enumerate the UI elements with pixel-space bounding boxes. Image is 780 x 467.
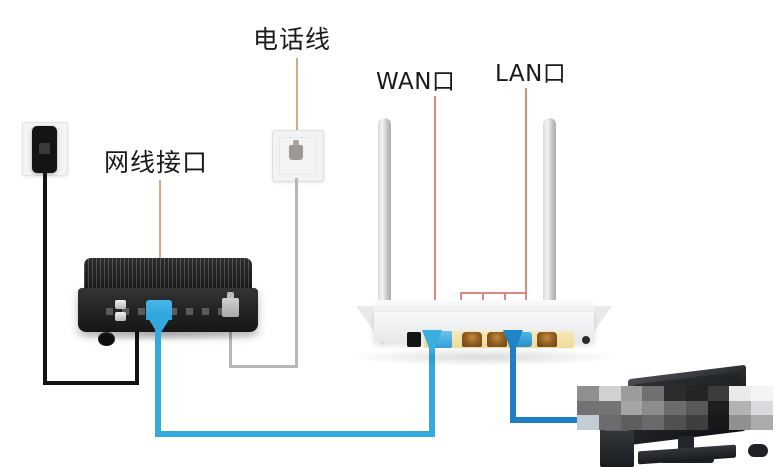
mosaic-tile [751,386,773,401]
mosaic-tile [729,415,752,430]
mosaic-tile [751,400,773,416]
router-reset-button [582,336,590,344]
pointer-wan [434,96,436,322]
mosaic-tile [685,386,708,401]
mosaic-tile [598,415,621,430]
label-lan-port: LAN口 [495,61,567,87]
phone-cable-vertical-right [295,178,298,368]
power-cable-vertical-right [135,320,139,385]
mosaic-tile [685,415,708,430]
mouse [748,444,768,457]
mosaic-tile [707,415,730,430]
mosaic-tile [577,415,599,430]
modem-ethernet-connector [146,300,172,336]
mosaic-tile [598,386,621,401]
mosaic-tile [729,386,752,401]
mosaic-tile [751,415,773,430]
modem-wan-cable-vertical-right [429,345,435,437]
pointer-lan-bracket [460,292,527,294]
mosaic-tile [598,400,621,416]
mosaic-tile [685,400,708,416]
mosaic-tile [729,400,752,416]
wireless-router [356,300,612,348]
mosaic-tile [707,386,730,401]
router-lan-plug [503,330,523,356]
pointer-lan-main [525,88,527,322]
modem-wan-cable-horizontal [155,431,435,437]
censor-mosaic [577,386,773,430]
phone-cable-horizontal [229,365,298,368]
leader-network-cable-port [159,180,161,308]
lan-pc-cable-vertical [510,345,516,423]
mosaic-tile [664,415,686,430]
modem-coax-connector [115,300,126,326]
mosaic-tile [642,415,665,430]
power-cable-horizontal [43,381,139,385]
router-rear-panel [374,312,594,348]
mosaic-tile [577,386,599,401]
lan-pc-cable-horizontal [510,417,620,423]
mosaic-tile [664,386,686,401]
mosaic-tile [664,400,686,416]
modem-vent-top [84,258,252,292]
router-port-lan-1 [462,332,482,347]
phone-cable-vertical-left [229,312,232,368]
mosaic-tile [577,400,599,416]
mosaic-tile [620,400,643,416]
label-phone-line: 电话线 [253,25,332,54]
router-shadow [352,348,616,366]
modem-phone-clip [227,292,234,300]
router-wan-plug [422,330,442,356]
power-adapter-slot [39,143,50,154]
leader-phone-line [296,58,298,150]
label-wan-port: WAN口 [376,69,456,95]
mosaic-tile [642,386,665,401]
power-cable-vertical-left [43,172,47,385]
router-antenna-left [378,118,391,314]
mosaic-tile [620,386,643,401]
phone-jack-inner-bezel [279,137,317,175]
router-top-slab [374,300,594,314]
phone-jack-connector [289,140,303,160]
router-antenna-right [543,118,556,314]
modem-dial [98,332,115,346]
router-port-lan-2 [487,332,507,347]
label-network-cable-port: 网线接口 [104,148,209,177]
modem-wan-cable-vertical-left [155,330,161,437]
modem-phone-connector [222,298,239,317]
mosaic-tile [707,400,730,416]
router-port-lan-4 [537,332,557,347]
router-power-jack [407,332,421,347]
mosaic-tile [642,400,665,416]
mosaic-tile [620,415,643,430]
